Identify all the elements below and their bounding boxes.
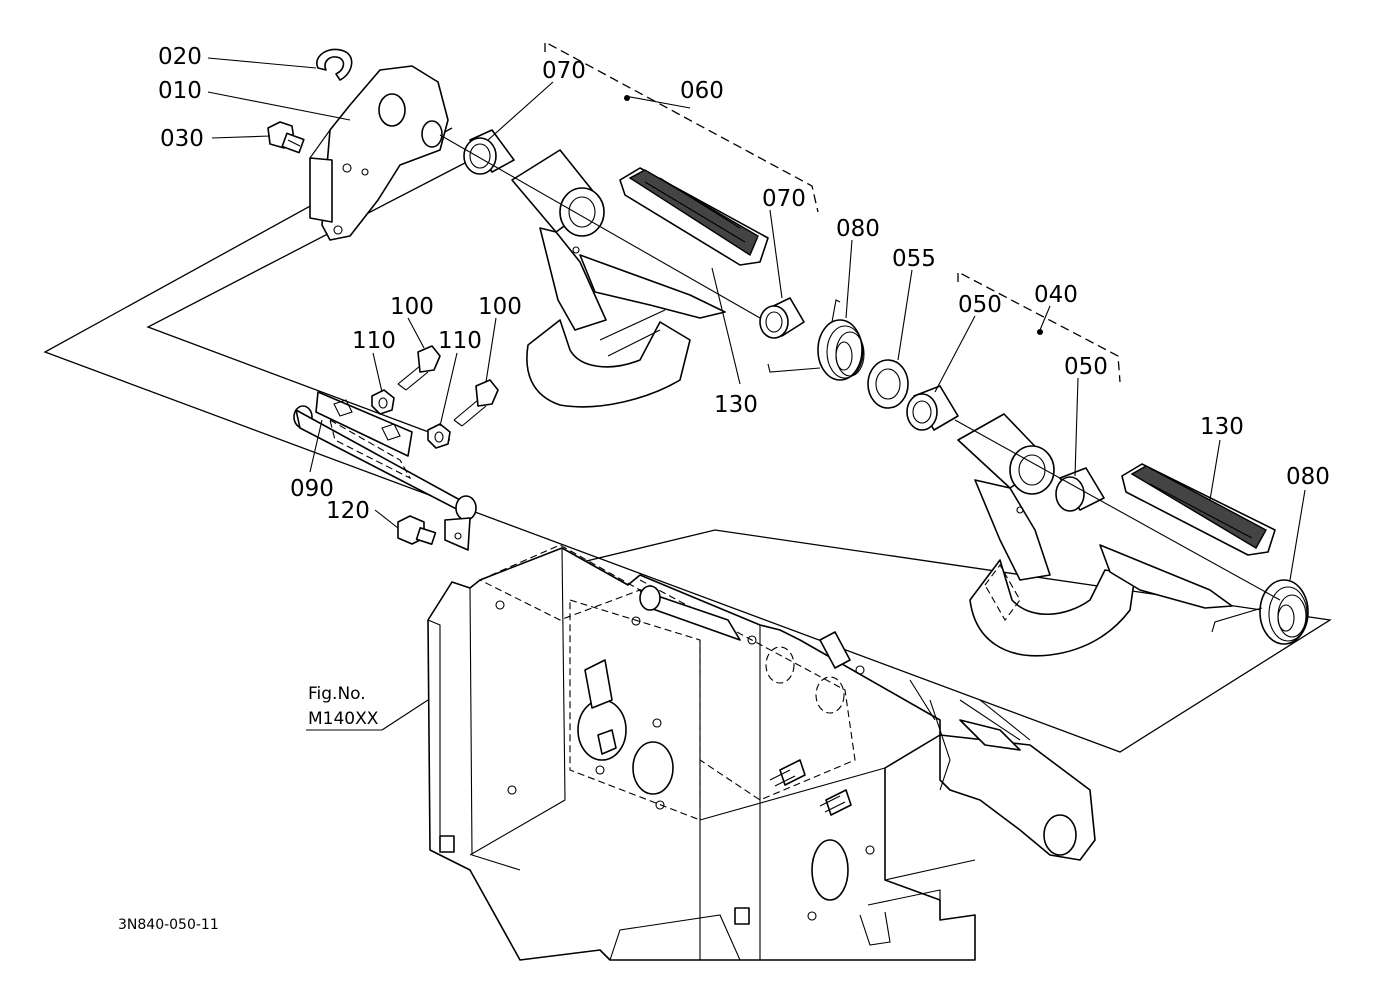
part-labels: 020 010 030 070 060 070 080 055 050 040 …: [158, 44, 1330, 524]
pedal-040: [957, 413, 1233, 657]
label-090: 090: [290, 476, 334, 502]
bushing-070-upper: [463, 129, 515, 175]
label-050-left: 050: [958, 292, 1002, 318]
nut-110-right: [427, 423, 451, 449]
label-100-left: 100: [390, 294, 434, 320]
pedal-pad-130-upper: [619, 167, 769, 266]
label-080-lower: 080: [1286, 464, 1330, 490]
snap-ring-020: [316, 48, 353, 81]
label-040: 040: [1034, 282, 1078, 308]
pedal-060: [511, 149, 726, 408]
label-130-lower: 130: [1200, 414, 1244, 440]
figure-reference: Fig.No. M140XX: [306, 684, 382, 731]
label-050-right: 050: [1064, 354, 1108, 380]
bracket-010: [309, 65, 449, 241]
spring-080-upper: [767, 299, 865, 381]
bolt-100-left: [397, 345, 441, 391]
assembly-bracket-040: [957, 270, 1121, 383]
label-070-upper: 070: [542, 58, 586, 84]
label-070-lower: 070: [762, 186, 806, 212]
label-120: 120: [326, 498, 370, 524]
bushing-070-lower: [759, 297, 805, 339]
nut-110-left: [371, 389, 395, 415]
label-080-upper: 080: [836, 216, 880, 242]
pedal-pad-130-lower: [1121, 463, 1276, 556]
washer-055: [867, 359, 909, 409]
stopper-plate-090: [293, 391, 477, 551]
label-060: 060: [680, 78, 724, 104]
frame-assembly: [427, 544, 1096, 961]
label-055: 055: [892, 246, 936, 272]
label-030: 030: [160, 126, 204, 152]
bolt-100-right: [453, 379, 499, 427]
reference-plane-lines: [43, 127, 1332, 753]
bolt-030: [267, 121, 305, 154]
assembly-bracket-060: [544, 40, 819, 213]
label-020: 020: [158, 44, 202, 70]
spring-080-lower: [1211, 579, 1309, 645]
label-110-left: 110: [352, 328, 396, 354]
bushing-050-right: [1055, 467, 1105, 512]
bushing-050-left: [906, 385, 959, 431]
figure-ref-line2: M140XX: [308, 709, 379, 729]
label-010: 010: [158, 78, 202, 104]
bolt-120: [397, 515, 437, 545]
leader-lines: [207, 57, 1306, 731]
figure-ref-line1: Fig.No.: [308, 684, 366, 704]
label-110-right: 110: [438, 328, 482, 354]
label-100-right: 100: [478, 294, 522, 320]
label-130-upper: 130: [714, 392, 758, 418]
diagram-code: 3N840-050-11: [118, 917, 219, 933]
